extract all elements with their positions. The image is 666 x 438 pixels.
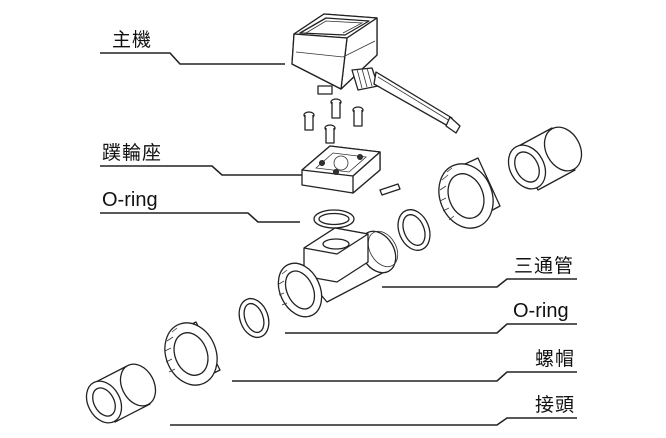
label-joint: 接頭 — [535, 394, 576, 416]
leader-oring-bottom — [285, 323, 577, 334]
label-main-unit: 主機 — [112, 29, 153, 51]
oring-top-left-part — [313, 209, 355, 229]
oring-bottom-part — [238, 297, 270, 339]
leader-paddle-seat — [100, 165, 305, 176]
label-oring-bottom: O-ring — [513, 300, 569, 322]
paddle-seat-part — [301, 145, 381, 194]
label-nut-cap: 螺帽 — [535, 348, 576, 370]
leader-nut-cap — [232, 371, 577, 382]
oring-top-right-part — [397, 209, 431, 251]
tee-pipe-part — [277, 227, 399, 318]
leader-joint — [170, 417, 577, 426]
main-unit-part — [291, 13, 461, 134]
joint-right-part — [507, 126, 583, 191]
nut-right-part — [438, 157, 501, 229]
screws-part — [303, 98, 401, 196]
leader-oring-top — [100, 212, 300, 223]
leader-main-unit — [100, 52, 285, 65]
label-oring-top: O-ring — [102, 189, 158, 211]
label-paddle-seat: 蹼輪座 — [102, 142, 163, 164]
joint-left-part — [85, 363, 157, 424]
nut-left-part — [164, 321, 221, 386]
label-tee-pipe: 三通管 — [514, 255, 575, 277]
leader-tee-pipe — [382, 278, 577, 288]
